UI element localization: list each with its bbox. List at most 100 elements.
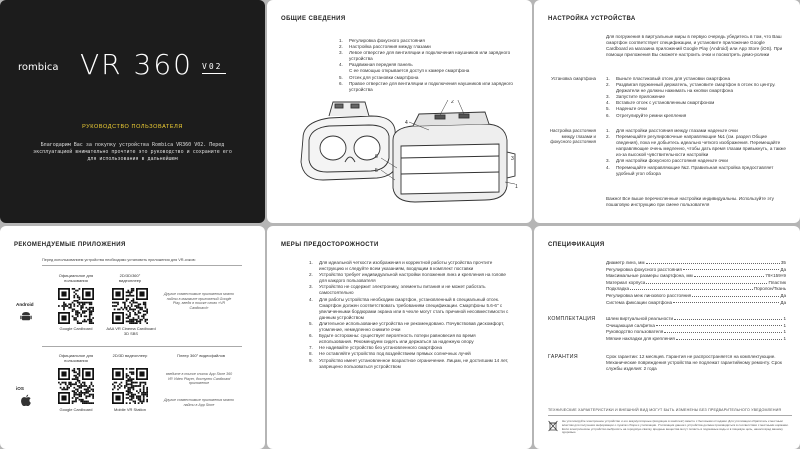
qr-mobile-vr-station[interactable] [112, 368, 148, 404]
list-item: 1.Для настройки расстояния между глазами… [606, 128, 786, 134]
qr-google-cardboard-android[interactable] [58, 288, 94, 324]
list-item-text: Устройство имеет установленное возрастно… [319, 357, 509, 369]
apple-icon [21, 394, 31, 407]
android-col2-label: 2D/3D/360° видеоплеер [118, 273, 142, 283]
list-item: 5.Отсек для установки смартфона [339, 75, 519, 81]
list-item-text: С ее помощью открывается доступ к камере… [349, 68, 470, 74]
list-item: 8.Не оставляйте устройство под воздейств… [309, 351, 509, 357]
disclaimer-divider [548, 415, 792, 416]
spec-key: Система фиксации смартфона [606, 299, 673, 305]
general-title: ОБЩИЕ СВЕДЕНИЯ [281, 16, 346, 22]
list-item: 2.Перемещайте регулировочные направляющи… [606, 134, 786, 158]
dot-leader [674, 316, 783, 320]
list-item: 4.Раздвижная передняя панель [339, 62, 519, 68]
dot-leader [693, 273, 765, 277]
list-item: 5. Наденьте очки [606, 106, 786, 112]
list-item-number: 5. [606, 106, 610, 112]
spec-key: Регулировка фокусного расстояния [606, 266, 682, 272]
qr-aaa-vr-cinema[interactable] [112, 288, 148, 324]
list-item-number: 3. [309, 284, 313, 290]
spec-value: Поролон/Ткань [753, 286, 786, 292]
spec-value: 1 [783, 316, 786, 321]
spec-key: Подкладка [606, 286, 630, 292]
apps-title: РЕКОМЕНДУЕМЫЕ ПРИЛОЖЕНИЯ [14, 242, 126, 248]
spec-key: Руководство пользователя [606, 329, 664, 335]
list-item-text: Левое отверстие для вентиляции и подключ… [349, 50, 511, 62]
list-item: 4.Перемещайте направляющие №2. Правильна… [606, 165, 786, 177]
dot-leader [692, 293, 780, 297]
list-item-number: 3. [606, 158, 610, 164]
spec-value: 1 [783, 335, 786, 341]
ios-note: введите в поиске список App Store 360 VR… [165, 372, 233, 386]
product-version: V02 [202, 62, 223, 71]
list-item-number: 1. [606, 128, 610, 133]
spec-key: Очищающая салфетка [606, 322, 655, 328]
dot-leader [655, 323, 783, 327]
ios-col3-label: Плеер 360° видеофайлов [177, 353, 225, 358]
callout-3: 3 [511, 156, 514, 162]
list-item-number: 7. [309, 345, 313, 351]
ios-col2-label: 2D/3D видеоплеер [112, 353, 148, 358]
ios-label: iOS [16, 386, 24, 391]
list-item: 3.Левое отверстие для вентиляции и подкл… [339, 50, 519, 62]
list-item-text: Регулировка фокусного расстояния [349, 38, 425, 43]
manual-title: РУКОВОДСТВО ПОЛЬЗОВАТЕЛЯ [82, 124, 183, 130]
list-item-number: 4. [309, 296, 313, 302]
spec-value: Да [780, 299, 786, 305]
spec-key: Мягкие накладки для крепления [606, 335, 675, 341]
setup-intro: Для погружения в виртуальные миры в перв… [606, 34, 783, 57]
crossed-bin-icon [548, 420, 558, 432]
list-item-text: Наденьте очки [616, 106, 647, 112]
qr-google-cardboard-ios[interactable] [58, 368, 94, 404]
list-item-text: Выньте пластиковый отсек для установки с… [616, 76, 731, 81]
list-item-text: Устройство не содержит электронику, элем… [319, 284, 486, 296]
list-item: С ее помощью открывается доступ к камере… [339, 68, 519, 74]
list-item-text: Устройство требует индивидуальной настро… [319, 272, 506, 284]
ios-note-bottom: Другие совместимые приложения можно найт… [164, 398, 235, 407]
dot-leader [675, 336, 783, 340]
list-item-text: Будьте осторожны: существует вероятность… [319, 333, 476, 345]
list-item-text: Правое отверстие для вентиляции и подклю… [349, 80, 513, 92]
setup-note: Важно! Все выше перечисленные настройки … [606, 196, 774, 207]
list-item-number: 4. [606, 100, 610, 106]
apps-topnote: Перед использованием устройства необходи… [42, 258, 196, 262]
list-item-number: 3. [606, 94, 610, 100]
warranty-label: ГАРАНТИЯ [548, 354, 579, 360]
list-item: 6. Правое отверстие для вентиляции и подк… [339, 81, 519, 93]
callout-5: 5 [375, 168, 378, 174]
list-item-text: Перемещайте направляющие №2. Правильная … [616, 164, 774, 176]
list-item-number: 4. [339, 62, 343, 68]
list-item-text: Запустите приложение [616, 94, 666, 100]
spec-row: Очищающая салфетка 1 [606, 323, 786, 328]
list-item: 3. Устройство не содержит электронику, эл… [309, 284, 509, 296]
list-item-text: Длительное использование устройства не р… [319, 320, 505, 333]
apps-panel: РЕКОМЕНДУЕМЫЕ ПРИЛОЖЕНИЯ Перед использов… [0, 226, 265, 449]
list-item: 1.Регулировка фокусного расстояния [339, 38, 519, 44]
spec-value: 79×159×9 [765, 273, 786, 279]
android-qr2-label: AAA VR Cinema Cardboard 3D SBS [106, 326, 156, 336]
apps-divider-top [42, 265, 242, 266]
list-item-number: 6. [339, 80, 343, 86]
android-qr1-label: Google Cardboard [59, 326, 93, 331]
spec-value: 1 [783, 322, 786, 328]
list-item: 3. Для настройки фокусного расстояния над… [606, 158, 786, 164]
version-underline [202, 73, 226, 74]
list-item-number: 2. [606, 82, 610, 88]
brand-logo: rombica [18, 62, 59, 73]
list-item-number: 5. [309, 320, 313, 326]
general-panel: ОБЩИЕ СВЕДЕНИЯ 1.Регулировка фокусного р… [267, 0, 532, 223]
android-col1-label: Официальное для пользования [58, 273, 94, 283]
apps-divider-mid [42, 346, 242, 347]
list-item: 2.Раздвигая пружинный держатель, установ… [606, 82, 786, 94]
warranty-text: Срок гарантии: 12 месяцев. Гарантия не р… [606, 354, 782, 371]
list-item-text: Для настройки фокусного расстояния наден… [616, 158, 728, 164]
specs-title: СПЕЦИФИКАЦИЯ [548, 242, 605, 248]
setup-panel: НАСТРОЙКА УСТРОЙСТВА Для погружения в ви… [534, 0, 800, 223]
callout-4: 4 [405, 120, 408, 126]
